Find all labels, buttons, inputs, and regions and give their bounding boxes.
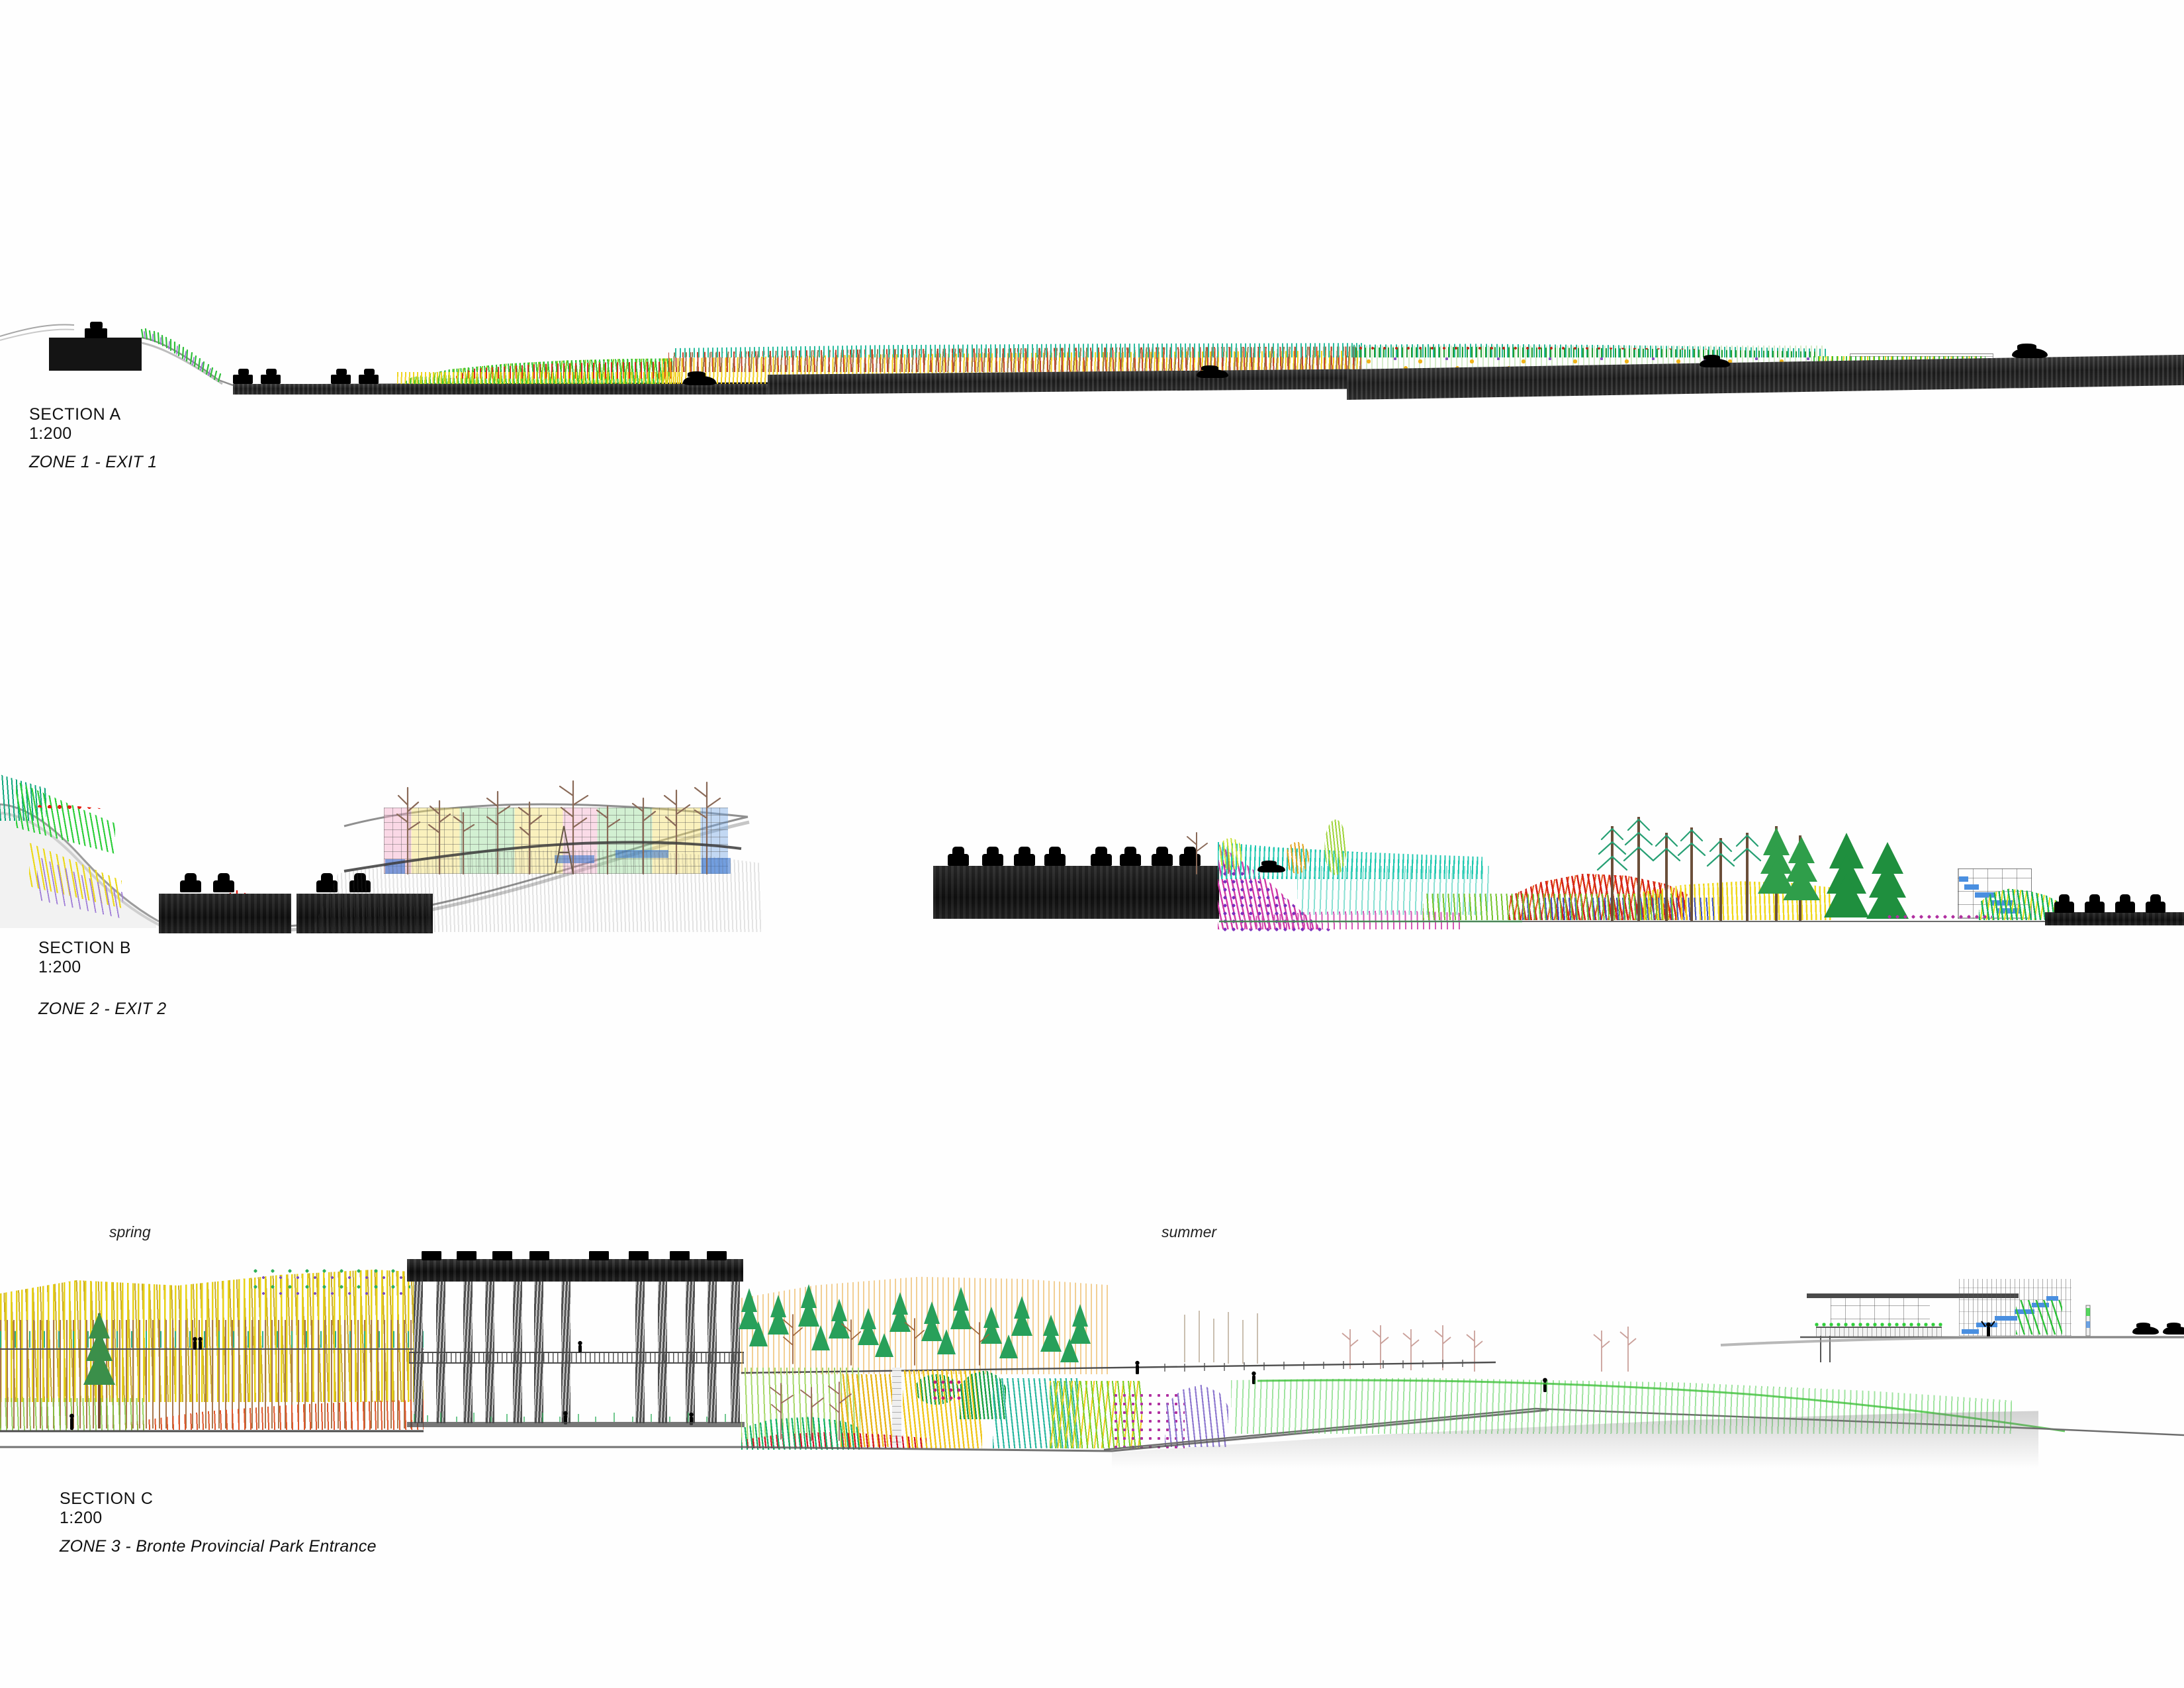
section-c-spring-conifer [83, 1312, 115, 1429]
section-a-roadway-left [233, 384, 769, 395]
section-a-car-side-2 [1197, 365, 1228, 378]
section-a-label: SECTION A 1:200 ZONE 1 - EXIT 1 [29, 405, 157, 472]
section-c-conifer-grove [739, 1284, 1091, 1362]
section-b-road-block-central [933, 866, 1219, 919]
section-c-perennial-terraces [741, 1368, 1257, 1450]
section-a-meadow [0, 218, 2184, 404]
section-c-pavilion-planting [2016, 1300, 2062, 1335]
section-b-tent [554, 825, 574, 874]
section-c-pavilion-deck [1816, 1327, 1942, 1337]
section-a-zone: ZONE 1 - EXIT 1 [29, 453, 158, 471]
section-c-people-left [69, 1336, 203, 1430]
section-b-perennial-slope [1218, 834, 1496, 933]
section-b-green-grass-band [1423, 894, 1674, 920]
section-a-abutment [49, 338, 142, 371]
section-b-shrub-yellow [1218, 838, 1243, 870]
section-c-title: SECTION C [60, 1489, 154, 1508]
section-b-road-block-far-right [2045, 912, 2184, 925]
section-b-car-slope [1257, 861, 1285, 872]
section-b-drawing [0, 675, 2184, 940]
section-b-columnar-tree [1324, 820, 1347, 875]
section-a-car-side-4 [2012, 343, 2048, 358]
section-c-autumn-trees [783, 1314, 989, 1366]
section-c-left-svg [0, 1312, 424, 1432]
section-c-underbridge [407, 1340, 745, 1427]
season-label-spring: spring [109, 1223, 151, 1241]
section-b-zone: ZONE 2 - EXIT 2 [38, 1000, 167, 1018]
section-a-car-side-1 [683, 371, 716, 385]
section-b-wall-blue-band-2 [555, 855, 594, 863]
section-c-drawing [0, 1251, 2184, 1470]
section-c-person-pavilion [1981, 1321, 1995, 1337]
section-b-left-planting [0, 774, 172, 933]
section-a-scale: 1:200 [29, 424, 72, 443]
section-c-right-trees [739, 1284, 1637, 1392]
section-a-car-top [85, 322, 107, 338]
section-b-wall-blue-band-3 [615, 850, 668, 858]
section-a-drawing [0, 218, 2184, 404]
section-b-conifers [1219, 817, 2184, 923]
section-c-birch-grove [1184, 1311, 1258, 1364]
section-c-people-right [1135, 1360, 1547, 1392]
section-c-viaduct-deck [407, 1259, 743, 1282]
section-c-label: SECTION C 1:200 ZONE 3 - Bronte Provinci… [60, 1489, 377, 1556]
section-c-scale: 1:200 [60, 1509, 103, 1527]
section-b-title: SECTION B [38, 939, 132, 957]
section-b-road-block-left [159, 894, 291, 933]
section-a-slope-planting [140, 328, 222, 383]
section-c-pavilion-figure [1720, 1305, 2184, 1346]
section-c-pavilion-green-edge [1813, 1321, 1943, 1328]
section-c-pavilion-roof [1807, 1293, 2019, 1298]
section-b-label: SECTION B 1:200 ZONE 2 - EXIT 2 [38, 939, 166, 1019]
section-c-zone: ZONE 3 - Bronte Provincial Park Entrance [60, 1537, 377, 1556]
section-b-road-block-right-2 [296, 894, 433, 933]
section-b-conifer-group [1596, 817, 1909, 921]
section-a-car-side-3 [1700, 354, 1730, 367]
section-b-bare-trees [396, 780, 721, 875]
section-c-pedestrian-railing [409, 1352, 744, 1364]
section-b-magenta-ground-line [1886, 912, 1992, 921]
section-a-title: SECTION A [29, 405, 121, 424]
section-a-cars-front [233, 369, 379, 384]
season-label-summer: summer [1161, 1223, 1217, 1241]
section-c-pavilion-columns [1820, 1336, 1821, 1362]
section-c-spring-forest [0, 1256, 424, 1455]
section-b-scale: 1:200 [38, 958, 81, 976]
section-b-shrub-ochre [1285, 842, 1309, 874]
section-b-tree-layer [343, 780, 742, 875]
section-c-terrace-trees [0, 1379, 2184, 1452]
section-c-pavilion-column-2 [1829, 1336, 1831, 1362]
